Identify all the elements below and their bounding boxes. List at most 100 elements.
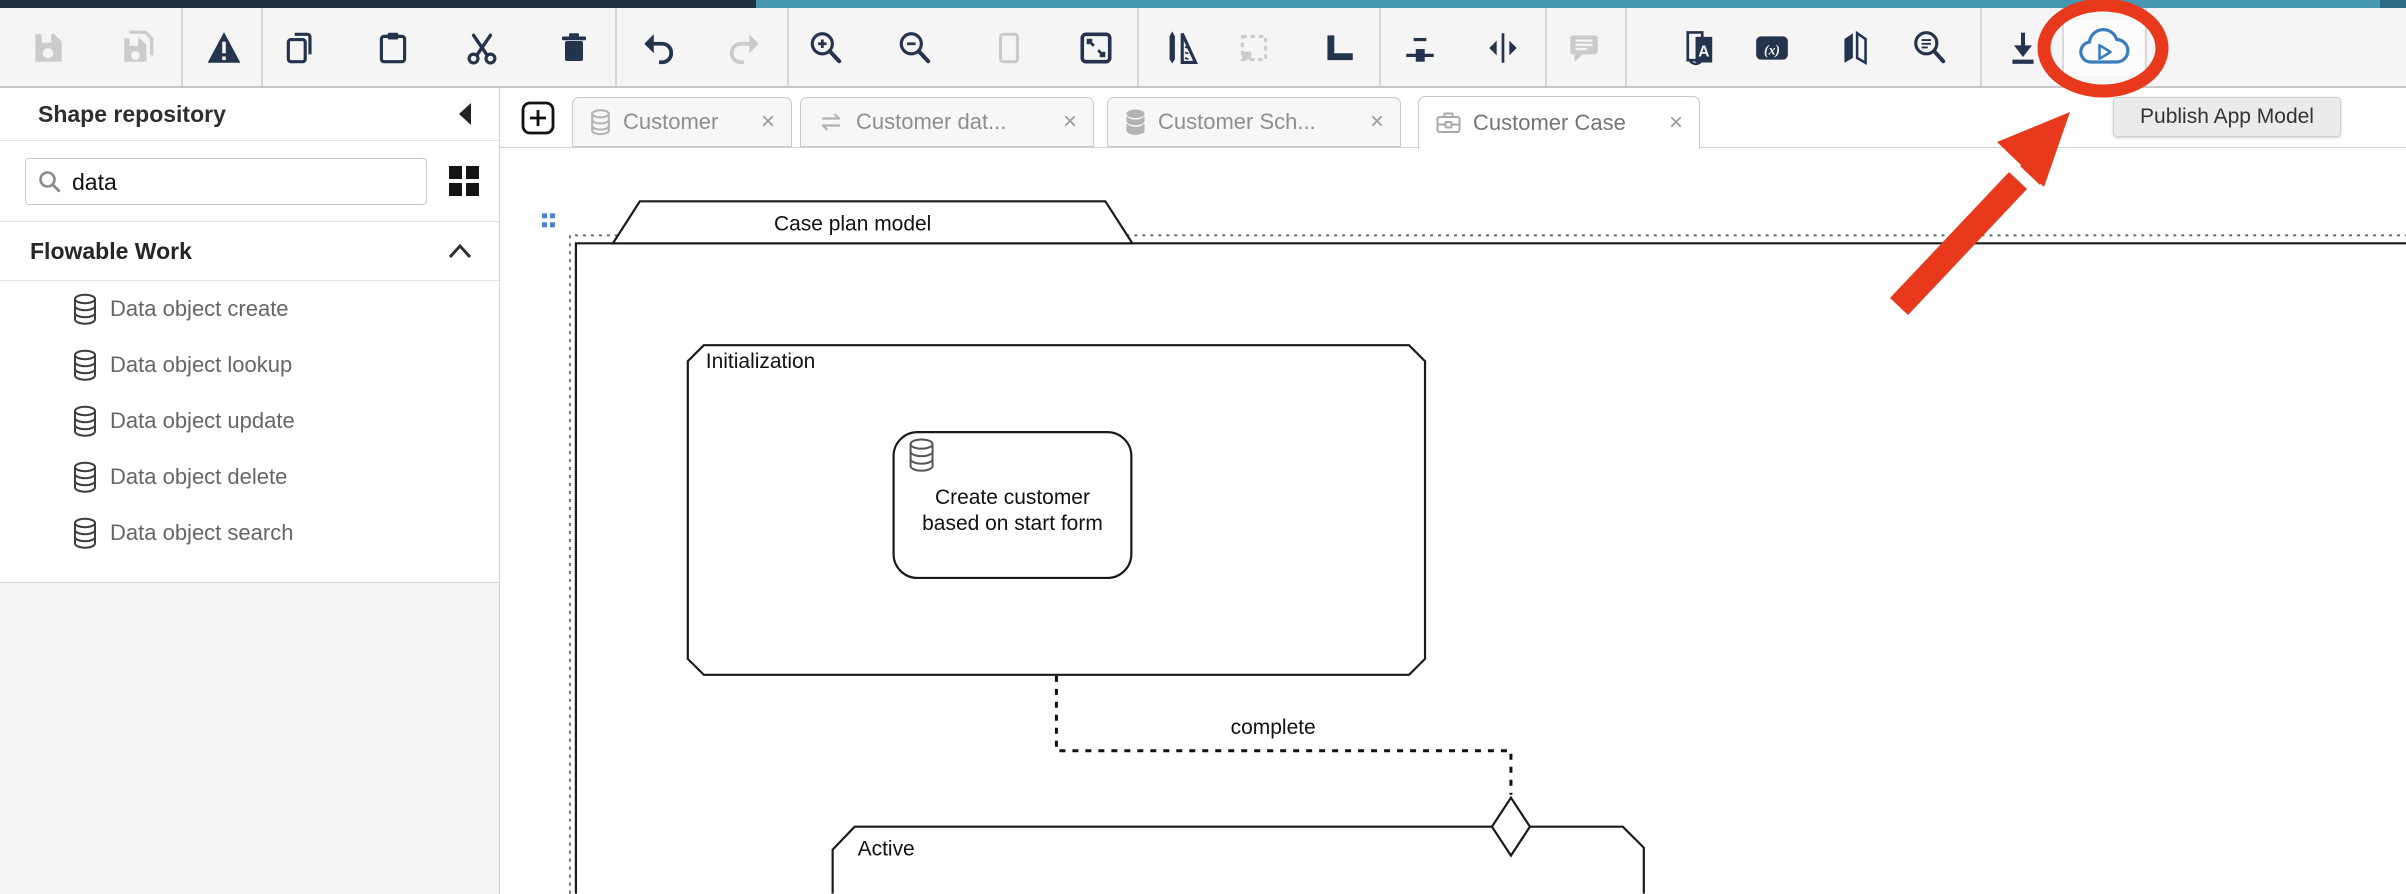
shape-search-box <box>25 158 427 206</box>
toolbar-divider <box>1137 8 1139 86</box>
tab-label: Customer <box>623 109 719 134</box>
publish-cloud-icon <box>2079 28 2130 64</box>
select-region-button[interactable] <box>1226 20 1282 76</box>
tab-customer-schema[interactable]: Customer Sch... × <box>1107 97 1401 147</box>
connector-label: complete <box>1231 716 1316 739</box>
shape-repository-header: Shape repository <box>0 88 499 141</box>
entry-criterion-diamond[interactable] <box>1490 795 1532 858</box>
collapse-panel-icon[interactable] <box>458 102 473 126</box>
plus-icon <box>521 101 555 135</box>
tab-label: Customer dat... <box>856 109 1007 134</box>
selection-anchor-dots <box>541 213 555 228</box>
grid-view-toggle[interactable] <box>446 164 482 200</box>
strip-teal-segment <box>756 0 2380 8</box>
strip-navy-segment <box>0 0 756 8</box>
paste-button[interactable] <box>365 20 421 76</box>
tab-label: Customer Sch... <box>1158 109 1316 134</box>
undo-button[interactable] <box>630 20 686 76</box>
selection-outline <box>569 234 2406 894</box>
sidebar-section-flowable-work[interactable]: Flowable Work <box>0 222 499 281</box>
chevron-up-icon <box>448 243 472 259</box>
download-model-button[interactable] <box>1995 20 2051 76</box>
shape-item-data-object-lookup[interactable]: Data object lookup <box>0 337 499 393</box>
diagram-canvas[interactable]: Case plan model Initialization Create cu… <box>500 148 2406 894</box>
publish-tooltip: Publish App Model <box>2113 97 2341 137</box>
measure-guides-button[interactable] <box>1152 20 1208 76</box>
svg-text:(x): (x) <box>1764 42 1780 58</box>
distribute-horizontal-button[interactable] <box>1475 20 1531 76</box>
window-accent-strip <box>0 0 2406 8</box>
toolbar-divider <box>261 8 263 86</box>
tab-close-icon[interactable]: × <box>760 108 775 135</box>
shape-list: Data object create Data object lookup Da… <box>0 281 499 561</box>
database-filled-icon <box>1126 109 1145 135</box>
stage-active[interactable] <box>831 825 1645 894</box>
case-plan-model-tab[interactable] <box>610 200 1135 245</box>
tab-label: Customer Case <box>1473 110 1626 135</box>
tab-customer-case[interactable]: Customer Case × <box>1418 96 1700 149</box>
shape-item-data-object-create[interactable]: Data object create <box>0 281 499 337</box>
case-icon <box>1436 112 1461 133</box>
new-tab-button[interactable] <box>521 101 555 135</box>
align-horizontal-button[interactable] <box>1392 20 1448 76</box>
shape-item-data-object-delete[interactable]: Data object delete <box>0 449 499 505</box>
tab-close-icon[interactable]: × <box>1369 108 1384 135</box>
zoom-out-button[interactable] <box>887 20 943 76</box>
snap-corner-button[interactable] <box>1310 20 1366 76</box>
toolbar-divider <box>1379 8 1381 86</box>
shape-search-row <box>0 141 499 222</box>
tab-customer[interactable]: Customer × <box>572 97 792 147</box>
redo-button[interactable] <box>717 20 773 76</box>
tab-customer-data[interactable]: Customer dat... × <box>800 97 1094 147</box>
expressions-button[interactable]: (x) <box>1744 20 1800 76</box>
comments-button[interactable] <box>1556 20 1612 76</box>
section-title: Flowable Work <box>30 237 192 264</box>
translations-button[interactable]: A <box>1672 20 1728 76</box>
database-icon <box>74 405 96 437</box>
toolbar-divider <box>787 8 789 86</box>
cut-button[interactable] <box>454 20 510 76</box>
case-plan-model-label: Case plan model <box>774 212 931 235</box>
strip-teal-dark-segment <box>2380 0 2406 8</box>
toolbar-divider <box>181 8 183 86</box>
database-icon <box>74 461 96 493</box>
toolbar-divider <box>1625 8 1627 86</box>
connector-complete[interactable] <box>1054 675 1513 795</box>
search-icon <box>39 171 61 193</box>
zoom-in-button[interactable] <box>798 20 854 76</box>
save-all-button[interactable] <box>110 20 166 76</box>
copy-button[interactable] <box>273 20 329 76</box>
shape-repository-panel: Shape repository Flowable Work Data obje… <box>0 88 500 894</box>
tab-close-icon[interactable]: × <box>1062 108 1077 135</box>
tab-close-icon[interactable]: × <box>1668 109 1683 136</box>
delete-button[interactable] <box>546 20 602 76</box>
flip-panels-button[interactable] <box>1827 20 1883 76</box>
shape-item-label: Data object lookup <box>110 352 293 377</box>
find-button[interactable] <box>1902 20 1958 76</box>
zoom-actual-size-button[interactable] <box>981 20 1037 76</box>
task-label-line1: Create customer <box>935 486 1090 509</box>
database-outline-icon <box>591 108 610 135</box>
shape-repository-content: Shape repository Flowable Work Data obje… <box>0 88 499 583</box>
database-icon <box>74 517 96 549</box>
shape-search-input[interactable] <box>70 159 414 206</box>
shape-item-data-object-update[interactable]: Data object update <box>0 393 499 449</box>
case-plan-model-border[interactable] <box>574 242 2406 894</box>
validate-model-button[interactable] <box>196 20 252 76</box>
shape-item-label: Data object search <box>110 520 294 545</box>
shape-item-label: Data object update <box>110 408 295 433</box>
grid-icon <box>449 166 479 196</box>
publish-app-model-button[interactable] <box>2064 20 2144 76</box>
svg-text:A: A <box>1698 43 1709 60</box>
fit-to-screen-button[interactable] <box>1068 20 1124 76</box>
shape-item-data-object-search[interactable]: Data object search <box>0 505 499 561</box>
cmmn-diagram: Case plan model Initialization Create cu… <box>541 200 2406 894</box>
toolbar: A (x) <box>0 8 2406 88</box>
stage-active-label: Active <box>858 838 915 861</box>
shape-repository-title: Shape repository <box>38 100 226 127</box>
shape-item-label: Data object create <box>110 296 289 321</box>
save-button[interactable] <box>20 20 76 76</box>
task-create-customer[interactable] <box>892 430 1133 580</box>
toolbar-divider <box>1545 8 1547 86</box>
